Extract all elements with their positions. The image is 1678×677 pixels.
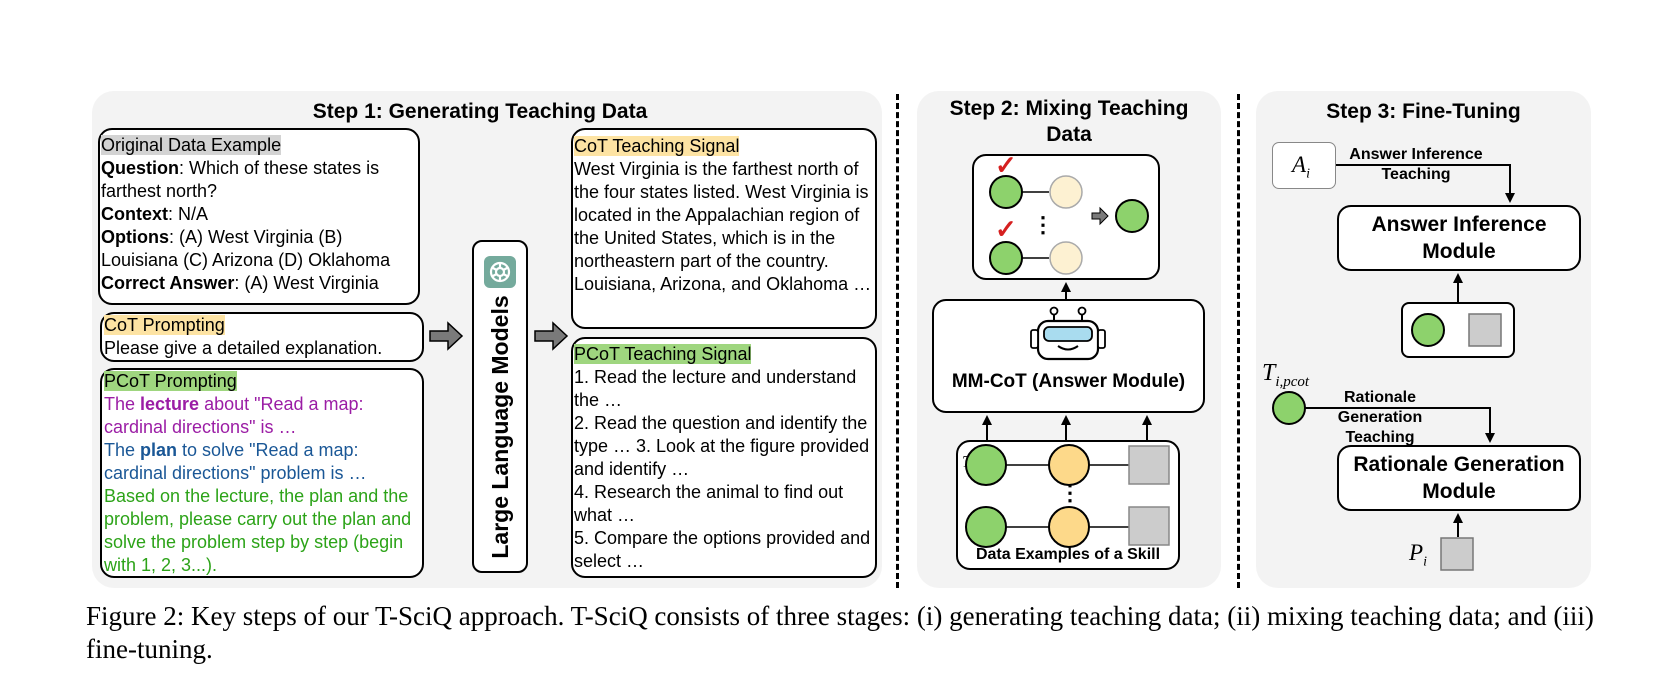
answer-text: : (A) West Virginia xyxy=(234,273,379,293)
a-i-label: Ai xyxy=(1292,152,1310,182)
pcot-prompting-text: PCoT Prompting The lecture about "Read a… xyxy=(104,370,414,577)
p-node-label: Pi xyxy=(1136,449,1153,477)
vdots-examples: ⋮ xyxy=(1059,480,1081,505)
question-text: : Which of these states is farthest nort… xyxy=(101,158,380,201)
llm-icon xyxy=(484,256,516,288)
t-cot-node-label: Ti,cot xyxy=(1049,452,1078,475)
answer-module-label: Answer Inference Module xyxy=(1371,213,1547,263)
original-data-text: Original Data Example Question: Which of… xyxy=(101,134,413,295)
options-text: : (A) West Virginia (B) Louisiana (C) Ar… xyxy=(101,227,391,270)
t-pcot-node-label: Ti,pcot xyxy=(962,452,997,475)
llm-label: Large Language Models xyxy=(487,295,513,559)
pcot-signal-step5: 5. Compare the options provided and sele… xyxy=(574,528,871,571)
cot-signal-body: West Virginia is the farthest north of t… xyxy=(574,159,872,294)
a-i-input-box xyxy=(1272,142,1336,189)
context-label: Context xyxy=(101,204,168,224)
llm-box xyxy=(472,240,528,573)
pcot-instruction-line: Based on the lecture, the plan and the p… xyxy=(104,486,412,575)
original-data-header: Original Data Example xyxy=(101,135,282,155)
pcot-plan-line: The plan to solve "Read a map: cardinal … xyxy=(104,440,367,483)
cot-prompting-header: CoT Prompting xyxy=(104,315,225,335)
pcot-prompting-box xyxy=(100,368,424,578)
options-label: Options xyxy=(101,227,169,247)
step3-title: Step 3: Fine-Tuning xyxy=(1326,100,1521,123)
rationale-module-box xyxy=(1337,445,1581,511)
cot-prompting-body: Please give a detailed explanation. xyxy=(104,338,383,358)
vdots-mixed: ⋮ xyxy=(1032,212,1054,237)
pcot-signal-step4: 4. Research the animal to find out what … xyxy=(574,482,844,525)
mm-cot-module-label: MM-CoT (Answer Module) xyxy=(951,371,1186,392)
divider-2 xyxy=(1237,94,1240,588)
figure-caption: Figure 2: Key steps of our T-SciQ approa… xyxy=(86,601,1594,664)
cot-prompting-text: CoT Prompting Please give a detailed exp… xyxy=(104,314,420,360)
divider-1 xyxy=(896,94,899,588)
pcot-signal-step2: 2. Read the question and identify the ty… xyxy=(574,413,870,479)
pcot-signal-step1: 1. Read the lecture and understand the … xyxy=(574,367,857,410)
pcot-signal-text: PCoT Teaching Signal 1. Read the lecture… xyxy=(574,343,874,573)
cot-signal-text: CoT Teaching Signal West Virginia is the… xyxy=(574,135,874,296)
check-mark-2: ✓ xyxy=(995,214,1017,244)
cot-signal-box xyxy=(571,128,877,329)
cot-signal-header: CoT Teaching Signal xyxy=(574,136,740,156)
pcot-prompting-header: PCoT Prompting xyxy=(104,371,237,391)
answer-teaching-label: Answer Inference Teaching xyxy=(1349,146,1483,183)
answer-input-box xyxy=(1401,302,1515,358)
pcot-signal-box xyxy=(571,337,877,578)
answer-module-box xyxy=(1337,205,1581,271)
step1-title: Step 1: Generating Teaching Data xyxy=(312,100,648,123)
t-pcot-label: Ti,pcot xyxy=(1262,360,1310,390)
rationale-module-label: Rationale Generation Module xyxy=(1353,453,1565,503)
context-text: : N/A xyxy=(168,204,209,224)
question-label: Question xyxy=(101,158,180,178)
check-mark-1: ✓ xyxy=(995,150,1017,180)
mm-cot-module-box xyxy=(932,299,1205,413)
data-examples-label: Data Examples of a Skill xyxy=(975,546,1161,563)
pcot-lecture-line: The lecture about "Read a map: cardinal … xyxy=(104,394,364,437)
original-data-box xyxy=(98,128,420,305)
answer-label: Correct Answer xyxy=(101,273,235,293)
pcot-signal-header: PCoT Teaching Signal xyxy=(574,344,752,364)
rationale-teaching-label: Rationale Generation Teaching xyxy=(1337,389,1423,446)
step2-title: Step 2: Mixing Teaching Data xyxy=(949,97,1189,146)
p-i-label: Pi xyxy=(1409,540,1427,570)
